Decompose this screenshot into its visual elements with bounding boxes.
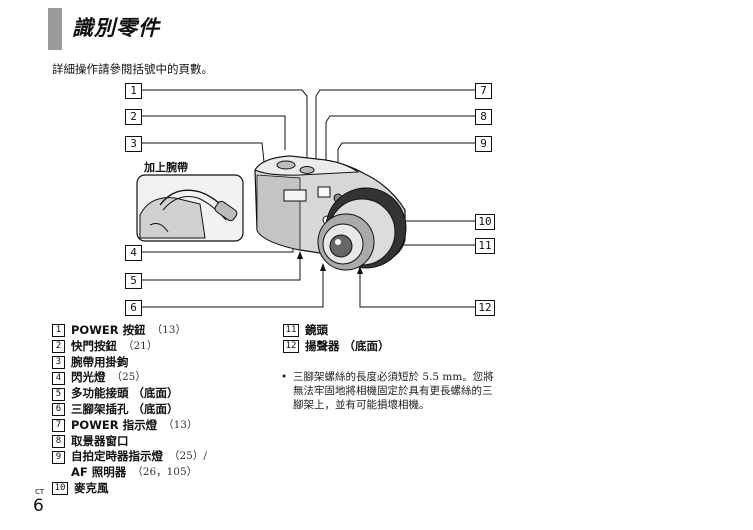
part-number: 10 — [52, 482, 68, 496]
tripod-note: • 三腳架螺絲的長度必須短於 5.5 mm。您將無法牢固地將相機固定於具有更長螺… — [281, 370, 498, 412]
part-number: 9 — [52, 450, 65, 464]
note-text: 三腳架螺絲的長度必須短於 5.5 mm。您將無法牢固地將相機固定於具有更長螺絲的… — [293, 371, 494, 411]
callout-11: 11 — [475, 238, 495, 254]
part-row: 4 閃光燈 （25） — [52, 370, 207, 386]
part-page: （25）/ — [169, 450, 207, 463]
callout-8: 8 — [475, 109, 492, 125]
part-name: 揚聲器 （底面） — [305, 338, 390, 353]
part-row: 11 鏡頭 — [283, 323, 390, 339]
part-number: 3 — [52, 355, 65, 369]
part-number: 6 — [52, 403, 65, 417]
part-number: 8 — [52, 434, 65, 448]
callout-2: 2 — [125, 109, 142, 125]
part-row: 5 多功能接頭 （底面） — [52, 386, 207, 402]
part-name: 三腳架插孔 （底面） — [71, 401, 179, 416]
callout-7: 7 — [475, 83, 492, 99]
part-row: 9 自拍定時器指示燈 （25）/ — [52, 449, 207, 465]
part-row-continuation: AF 照明器 （26，105） — [52, 465, 207, 481]
language-code: CT — [35, 488, 45, 496]
arrow-6 — [320, 263, 326, 271]
part-number: 2 — [52, 340, 65, 354]
note-bullet: • — [281, 371, 288, 383]
part-name: 取景器窗口 — [71, 433, 129, 448]
callout-6: 6 — [125, 300, 142, 316]
part-row: 7 POWER 指示燈 （13） — [52, 418, 207, 434]
part-name: 多功能接頭 （底面） — [71, 386, 179, 401]
part-row: 1 POWER 按鈕 （13） — [52, 323, 207, 339]
part-name: POWER 指示燈 — [71, 417, 158, 432]
part-number: 5 — [52, 387, 65, 401]
part-page: （25） — [111, 371, 146, 384]
camera-body — [254, 155, 407, 271]
part-name: 鏡頭 — [305, 323, 328, 337]
leader-line-5 — [141, 258, 301, 281]
part-number: 12 — [283, 340, 299, 354]
part-number: 4 — [52, 371, 65, 385]
leader-line-1 — [141, 89, 308, 172]
part-number: 7 — [52, 419, 65, 433]
leader-line-7 — [315, 89, 475, 170]
camera-diagram — [136, 89, 475, 308]
part-page: （26，105） — [132, 466, 198, 479]
callout-4: 4 — [125, 245, 142, 261]
callout-12: 12 — [475, 300, 495, 316]
leader-line-8 — [325, 115, 475, 188]
part-row: 2 快門按鈕 （21） — [52, 339, 207, 355]
arrow-12 — [357, 266, 363, 274]
callout-5: 5 — [125, 273, 142, 289]
part-name: 自拍定時器指示燈 — [71, 449, 163, 464]
part-name: 腕帶用掛鉤 — [71, 354, 129, 369]
wrist-strap-label: 加上腕帶 — [144, 161, 188, 174]
part-name: 快門按鈕 — [71, 338, 117, 353]
wrist-strap-inset — [136, 174, 244, 242]
callout-3: 3 — [125, 136, 142, 152]
part-row: 6 三腳架插孔 （底面） — [52, 402, 207, 418]
leader-line-6 — [141, 270, 324, 308]
leader-line-2 — [141, 115, 286, 150]
arrow-5 — [297, 251, 303, 259]
callout-1: 1 — [125, 83, 142, 99]
part-page: （21） — [123, 339, 158, 352]
callout-9: 9 — [475, 136, 492, 152]
part-number: 11 — [283, 324, 299, 338]
title-accent-bar — [48, 8, 62, 50]
intro-text: 詳細操作請參閱括號中的頁數。 — [52, 62, 213, 76]
part-name: 麥克風 — [74, 480, 109, 495]
part-name: 閃光燈 — [71, 370, 106, 385]
part-row: 10 麥克風 — [52, 481, 207, 497]
page-title: 識別零件 — [72, 16, 160, 40]
part-page: （13） — [163, 418, 198, 431]
parts-list-right: 11 鏡頭 12 揚聲器 （底面） — [283, 323, 390, 355]
part-row: 12 揚聲器 （底面） — [283, 339, 390, 355]
callout-10: 10 — [475, 214, 495, 230]
leader-line-3 — [141, 142, 265, 163]
part-name: AF 照明器 — [71, 465, 127, 480]
part-row: 8 取景器窗口 — [52, 434, 207, 450]
part-row: 3 腕帶用掛鉤 — [52, 355, 207, 371]
part-number: 1 — [52, 324, 65, 338]
page-number: 6 — [33, 496, 44, 516]
leader-line-12 — [359, 273, 475, 308]
part-name: POWER 按鈕 — [71, 323, 146, 337]
part-page: （13） — [151, 324, 186, 336]
